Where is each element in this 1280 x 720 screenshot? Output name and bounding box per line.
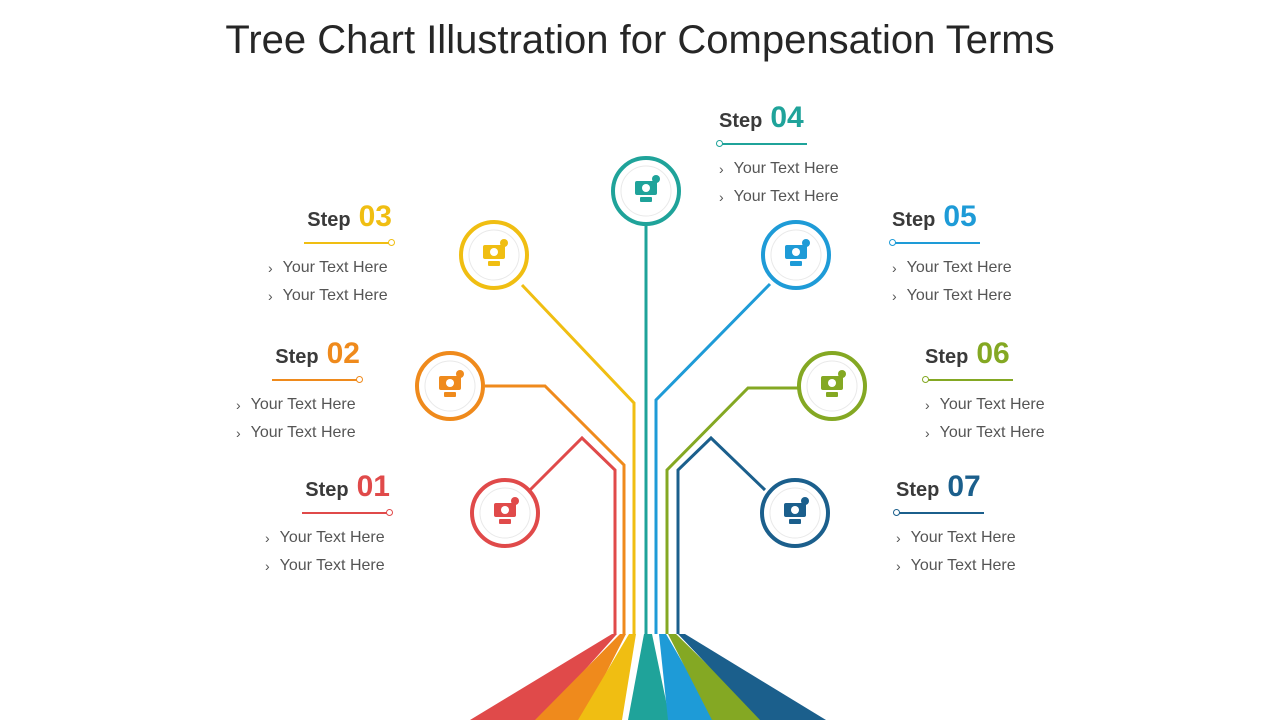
chevron-right-icon: › (268, 288, 273, 304)
tree-roots (470, 634, 826, 720)
money-growth-gear-icon (459, 220, 529, 290)
step-02-block: Step 02 ›Your Text Here ›Your Text Here (160, 337, 363, 447)
currency-computer-icon (761, 220, 831, 290)
chevron-right-icon: › (719, 189, 724, 205)
chevron-right-icon: › (265, 530, 270, 546)
step-number: 07 (947, 470, 981, 503)
bullet-item: ›Your Text Here (925, 419, 1125, 447)
step-01-block: Step 01 ›Your Text Here ›Your Text Here (190, 470, 393, 580)
step-number: 03 (358, 200, 392, 233)
tree-branches (485, 222, 800, 634)
branch-line (676, 435, 767, 634)
chevron-right-icon: › (896, 530, 901, 546)
step-03-block: Step 03 ›Your Text Here ›Your Text Here (192, 200, 395, 310)
atm-cash-icon (470, 478, 540, 548)
step-06-block: Step 06 ›Your Text Here ›Your Text Here (922, 337, 1125, 447)
tree-nodes (415, 156, 867, 548)
step-label: Step (925, 346, 969, 368)
step-04-block: Step 04 ›Your Text Here ›Your Text Here (716, 101, 919, 211)
trunk-ribbon (678, 634, 826, 720)
branch-line (520, 283, 636, 634)
bullet-item: ›Your Text Here (236, 391, 360, 419)
bullet-item: ›Your Text Here (892, 282, 1092, 310)
bullet-item: ›Your Text Here (268, 282, 392, 310)
step-label: Step (305, 479, 349, 501)
step-07-block: Step 07 ›Your Text Here ›Your Text Here (893, 470, 1096, 580)
step-underline (304, 239, 395, 246)
bullet-item: ›Your Text Here (268, 254, 392, 282)
chevron-right-icon: › (892, 288, 897, 304)
step-number: 06 (976, 337, 1010, 370)
step-number: 02 (326, 337, 360, 370)
step-label: Step (307, 209, 351, 231)
trunk-ribbon (578, 634, 636, 720)
step-number: 05 (943, 200, 977, 233)
step-label: Step (275, 346, 319, 368)
bullet-item: ›Your Text Here (236, 419, 360, 447)
step-underline (302, 509, 393, 516)
bullet-item: ›Your Text Here (719, 183, 919, 211)
bullet-item: ›Your Text Here (896, 552, 1096, 580)
cash-growth-icon (760, 478, 830, 548)
step-underline (716, 140, 807, 147)
step-underline (922, 376, 1013, 383)
page-title: Tree Chart Illustration for Compensation… (225, 18, 1055, 62)
chevron-right-icon: › (719, 161, 724, 177)
chevron-right-icon: › (925, 425, 930, 441)
trunk-ribbon (535, 634, 626, 720)
branch-line (654, 282, 772, 634)
chevron-right-icon: › (236, 397, 241, 413)
money-envelope-icon (415, 351, 485, 421)
branch-line (485, 384, 626, 634)
employee-payment-icon (611, 156, 681, 226)
step-underline (893, 509, 984, 516)
chevron-right-icon: › (896, 558, 901, 574)
step-label: Step (892, 209, 936, 231)
money-plant-hand-icon (797, 351, 867, 421)
bullet-item: ›Your Text Here (719, 155, 919, 183)
branch-line (665, 386, 800, 634)
bullet-item: ›Your Text Here (892, 254, 1092, 282)
step-number: 04 (770, 101, 804, 134)
bullet-item: ›Your Text Here (265, 552, 390, 580)
step-label: Step (719, 110, 763, 132)
bullet-item: ›Your Text Here (896, 524, 1096, 552)
step-number: 01 (356, 470, 390, 503)
branch-line (528, 435, 617, 634)
trunk-ribbon (470, 634, 617, 720)
chevron-right-icon: › (925, 397, 930, 413)
trunk-ribbon (628, 634, 670, 720)
bullet-item: ›Your Text Here (925, 391, 1125, 419)
step-underline (272, 376, 363, 383)
chevron-right-icon: › (892, 260, 897, 276)
step-underline (889, 239, 980, 246)
chevron-right-icon: › (268, 260, 273, 276)
step-05-block: Step 05 ›Your Text Here ›Your Text Here (889, 200, 1092, 310)
step-label: Step (896, 479, 940, 501)
bullet-item: ›Your Text Here (265, 524, 390, 552)
chevron-right-icon: › (236, 425, 241, 441)
chevron-right-icon: › (265, 558, 270, 574)
